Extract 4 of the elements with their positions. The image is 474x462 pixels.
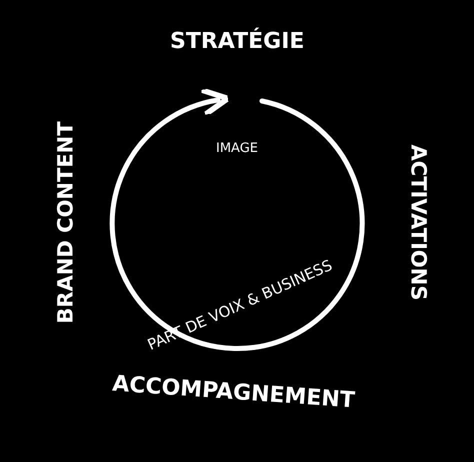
side-label: ACTIVATIONS <box>407 144 428 300</box>
side-label: BRAND CONTENT <box>56 120 77 324</box>
bottom-label: ACCOMPAGNEMENT <box>111 374 355 412</box>
inner-label: IMAGE <box>216 142 258 154</box>
